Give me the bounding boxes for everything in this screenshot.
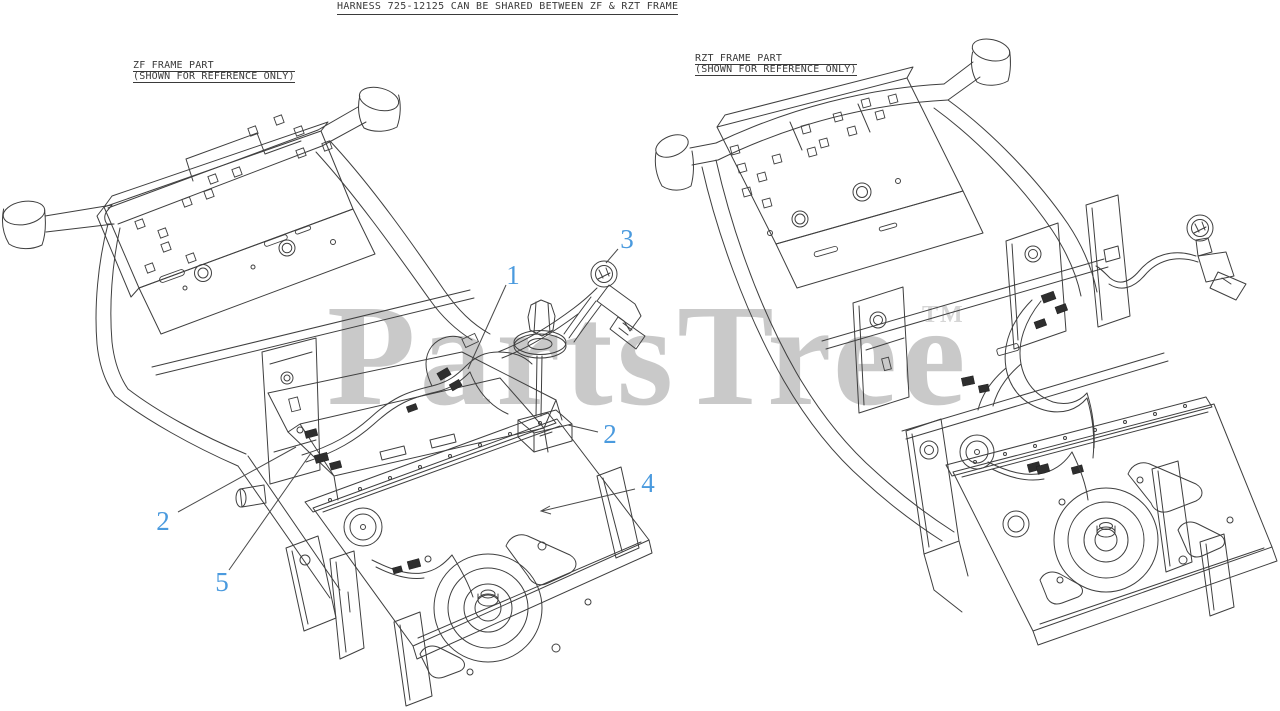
zf-perforated-plate [96,114,376,335]
callout-leaders [177,248,636,571]
zf-frame-drawing [2,86,653,707]
watermark-text: PartsTree [327,276,970,436]
zf-ignition-column [513,299,573,453]
rzt-engine-deck [905,396,1278,646]
callout-2-left[interactable]: 2 [156,506,170,536]
rzt-frame-label-line2: (SHOWN FOR REFERENCE ONLY) [695,64,857,76]
zf-key-switch [563,260,646,350]
rzt-frame-label: RZT FRAME PART (SHOWN FOR REFERENCE ONLY… [695,54,857,76]
sheet-note-text: HARNESS 725-12125 CAN BE SHARED BETWEEN … [337,1,679,15]
callout-2-right[interactable]: 2 [603,419,617,449]
callout-4[interactable]: 4 [641,468,655,498]
zf-frame-label-line1: ZF FRAME PART [133,61,295,72]
callout-numbers: 1 3 2 4 2 5 [156,224,655,597]
zf-engine-deck [235,412,653,707]
callout-1[interactable]: 1 [506,260,520,290]
zf-frame-label-line2: (SHOWN FOR REFERENCE ONLY) [133,71,295,83]
rzt-frame-drawing [654,38,1278,646]
watermark: PartsTree TM [327,276,970,436]
zf-frame-label: ZF FRAME PART (SHOWN FOR REFERENCE ONLY) [133,61,295,83]
rzt-frame-label-line1: RZT FRAME PART [695,54,857,65]
rzt-key-switch [1095,214,1247,301]
zf-wiring-harness [301,287,598,471]
sheet-note: HARNESS 725-12125 CAN BE SHARED BETWEEN … [337,1,679,15]
rzt-perforated-plate [716,66,984,289]
callout-3[interactable]: 3 [620,224,634,254]
rzt-seat-brackets [821,194,1169,440]
callout-5[interactable]: 5 [215,567,229,597]
